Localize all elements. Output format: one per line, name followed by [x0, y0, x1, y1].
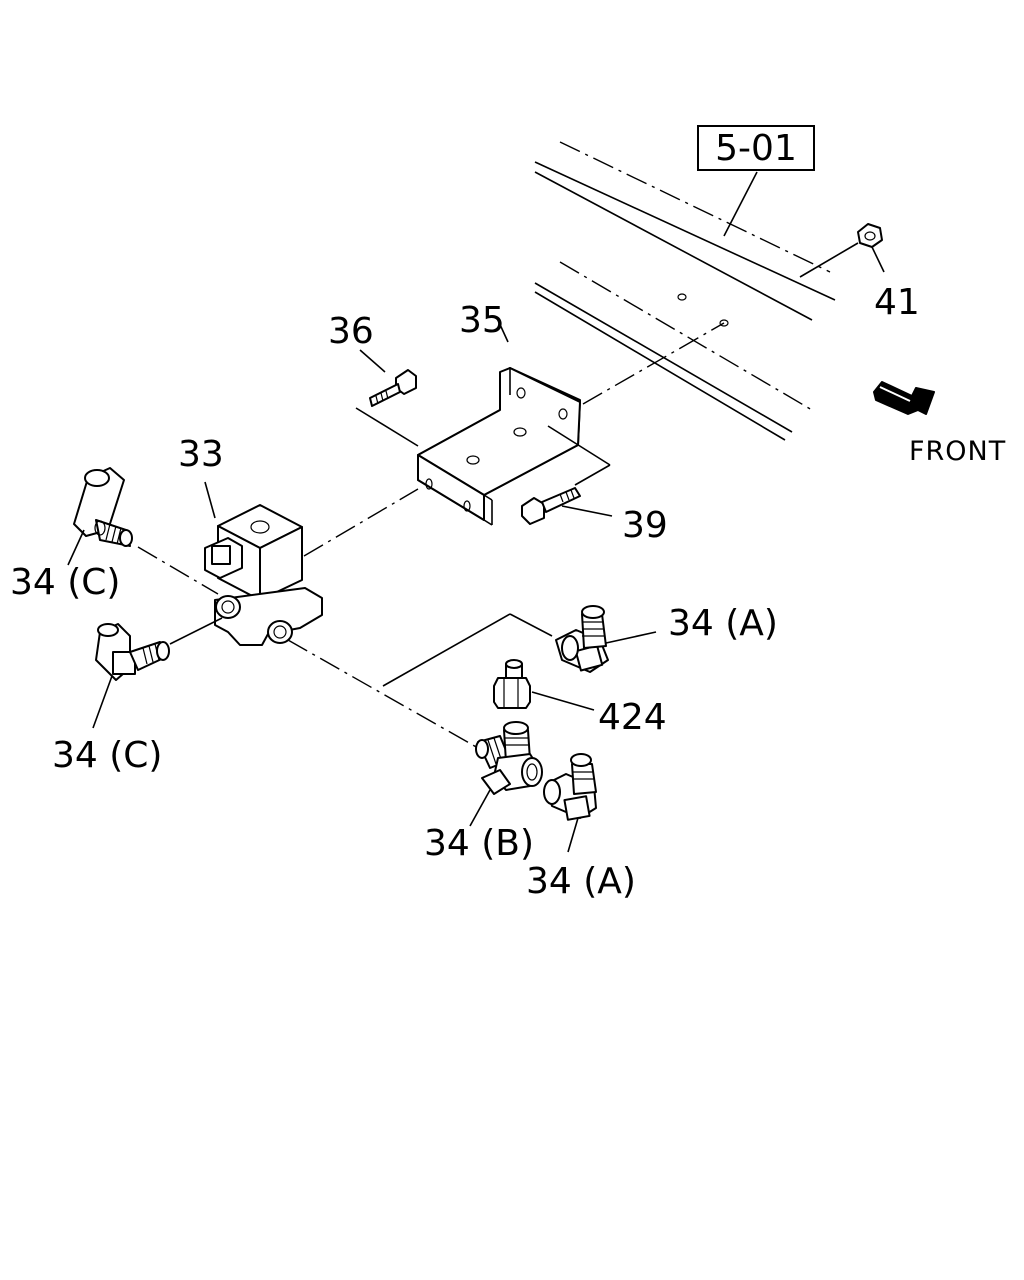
bracket-35 [417, 317, 581, 526]
callout-34b: 34 (B) [424, 823, 535, 864]
callout-41: 41 [874, 282, 920, 323]
bolt-36 [355, 349, 419, 447]
fitting-424 [493, 659, 595, 711]
callout-36: 36 [328, 311, 374, 352]
nut-41 [799, 223, 885, 278]
reference-box: 5-01 [697, 125, 815, 171]
callout-34c-top: 34 (C) [10, 562, 121, 603]
front-label: FRONT [909, 436, 1007, 467]
callout-35: 35 [459, 300, 505, 341]
fitting-34c-top [67, 467, 133, 566]
frame-rail [534, 141, 836, 441]
callout-34c-bottom: 34 (C) [52, 735, 163, 776]
callout-34a-bottom: 34 (A) [526, 861, 636, 902]
solenoid-valve-33 [204, 481, 323, 646]
bolt-39 [521, 425, 613, 525]
front-arrow-icon [873, 381, 935, 415]
callout-33: 33 [178, 434, 224, 475]
fitting-34a-bottom [543, 753, 597, 853]
fitting-34b [469, 721, 543, 827]
callout-424: 424 [598, 697, 667, 738]
fitting-34a-top [555, 605, 657, 673]
callout-34a-top: 34 (A) [668, 603, 778, 644]
fitting-34c-bottom [92, 623, 170, 729]
callout-39: 39 [622, 505, 668, 546]
